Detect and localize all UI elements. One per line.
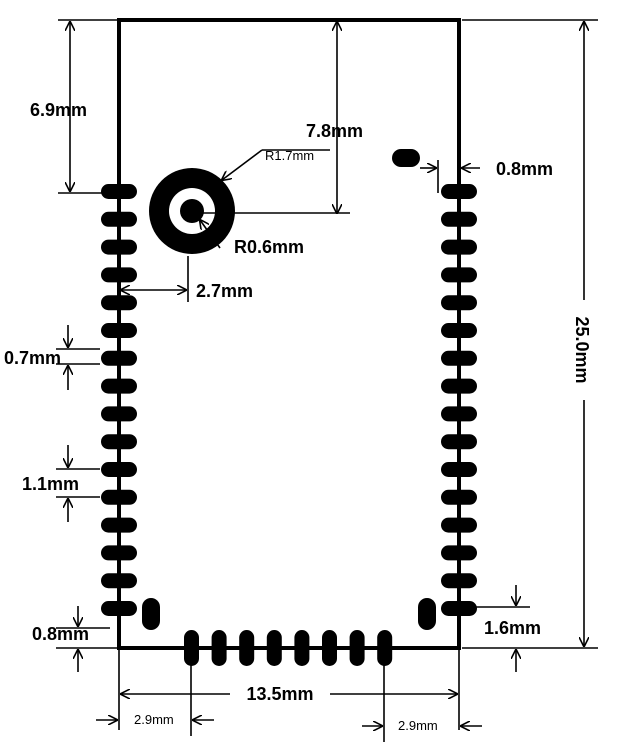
left-pad [101, 545, 137, 561]
right-pad [441, 434, 477, 450]
bottom-pad [322, 630, 337, 666]
left-pad [101, 295, 137, 311]
top-right-pad [392, 149, 420, 167]
label-pad-pitch: 1.1mm [22, 474, 79, 494]
right-pad [441, 323, 477, 338]
bottom-pad [349, 630, 365, 666]
right-pad [441, 295, 477, 311]
left-pad [101, 184, 137, 199]
leader-r1-7 [222, 149, 263, 180]
label-overall-width: 13.5mm [246, 684, 313, 704]
right-pad [441, 489, 477, 505]
left-pad-column [101, 184, 137, 616]
right-pad [441, 267, 477, 283]
left-pad [101, 517, 137, 533]
left-pad [101, 267, 137, 283]
left-pad [101, 211, 137, 227]
left-pad [101, 434, 137, 450]
left-pad [101, 350, 137, 366]
right-pad [441, 462, 477, 477]
label-bottom-margin-right: 2.9mm [398, 718, 438, 733]
left-pad [101, 378, 137, 394]
right-pad [441, 406, 477, 422]
label-inner-radius: R0.6mm [234, 237, 304, 257]
label-top-to-hole: 7.8mm [306, 121, 363, 141]
right-pad [441, 378, 477, 394]
left-pad [101, 601, 137, 616]
bottom-pad [377, 630, 393, 666]
label-bottom-pad-left: 0.8mm [32, 624, 89, 644]
left-pad [101, 462, 137, 477]
right-pad [441, 545, 477, 561]
bottom-pad [184, 630, 199, 666]
label-top-to-first-pad: 6.9mm [30, 100, 87, 120]
right-pad-column [441, 184, 477, 616]
bottom-pad [266, 630, 282, 666]
right-pad [441, 517, 477, 533]
right-pad [441, 573, 477, 589]
right-pad [441, 601, 477, 616]
left-pad [101, 489, 137, 505]
leader-r0-6 [200, 220, 221, 249]
corner-pad-left [142, 598, 160, 630]
left-pad [101, 406, 137, 422]
left-pad [101, 239, 137, 255]
bottom-pad [239, 630, 255, 666]
right-pad [441, 350, 477, 366]
left-pad [101, 323, 137, 338]
right-pad [441, 184, 477, 199]
label-bottom-pad-right: 1.6mm [484, 618, 541, 638]
left-pad [101, 573, 137, 589]
label-outer-radius: R1.7mm [265, 148, 314, 163]
label-edge-to-pad: 0.8mm [496, 159, 553, 179]
label-bottom-margin-left: 2.9mm [134, 712, 174, 727]
label-overall-height: 25.0mm [572, 316, 592, 383]
corner-pad-right [418, 598, 436, 630]
module-outline [117, 18, 461, 650]
label-pad-width: 0.7mm [4, 348, 61, 368]
bottom-pad [294, 630, 310, 666]
right-pad [441, 211, 477, 227]
label-hole-from-left: 2.7mm [196, 281, 253, 301]
bottom-pad-row [184, 630, 393, 666]
bottom-pad [211, 630, 227, 666]
right-pad [441, 239, 477, 255]
mounting-hole-center [180, 199, 204, 223]
